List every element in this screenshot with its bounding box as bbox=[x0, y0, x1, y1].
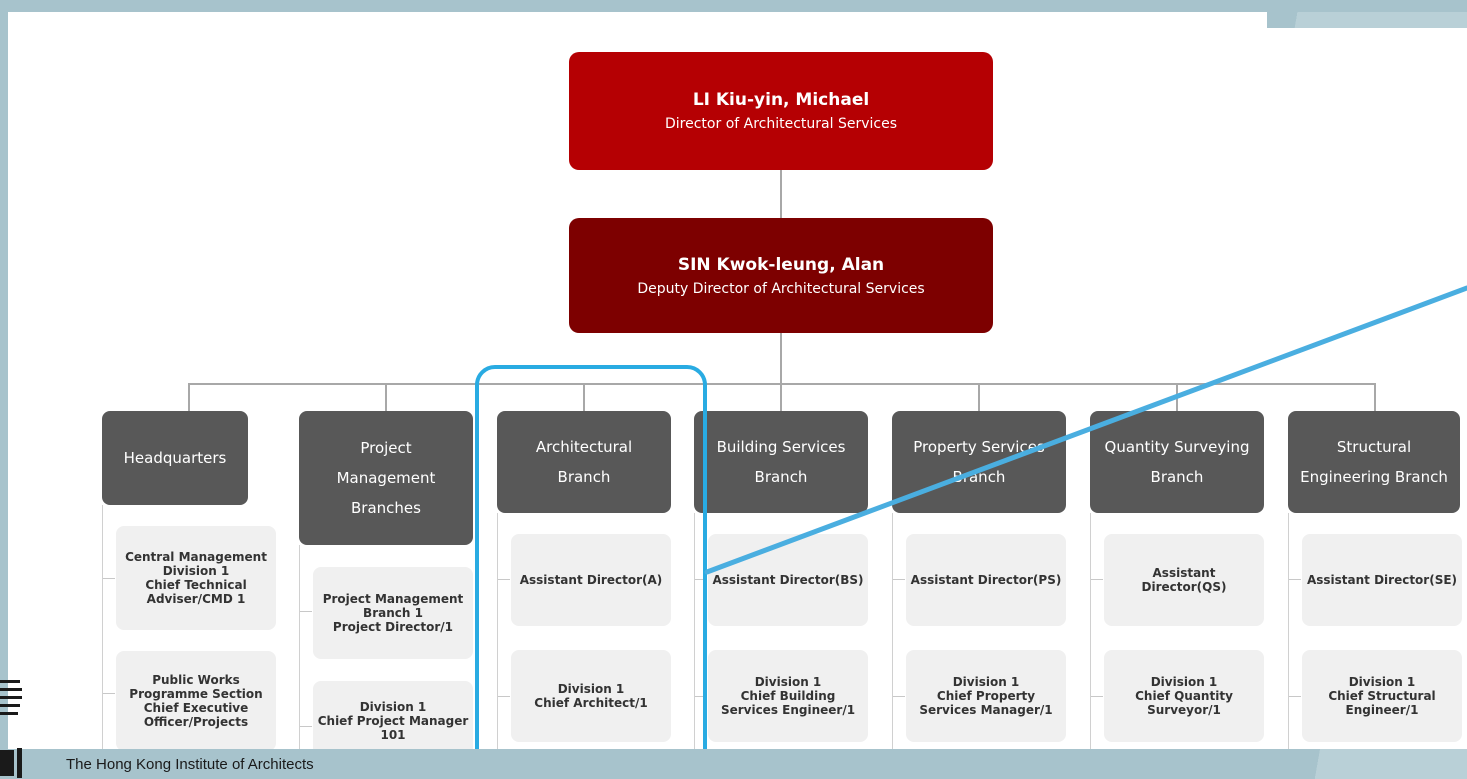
card-assistant-director-se: Assistant Director(SE) bbox=[1302, 534, 1462, 626]
footer-organisation: The Hong Kong Institute of Architects bbox=[66, 756, 314, 773]
card-chief-architect: Division 1 Chief Architect/1 bbox=[511, 650, 671, 742]
card-chief-project-manager: Division 1 Chief Project Manager 101 bbox=[313, 681, 473, 749]
connector-branch-6 bbox=[1176, 383, 1178, 411]
deputy-name: SIN Kwok-leung, Alan bbox=[677, 254, 885, 275]
branch-headquarters: Headquarters bbox=[102, 411, 248, 505]
corner-decoration bbox=[1267, 12, 1467, 28]
tick bbox=[498, 696, 510, 697]
connector-branch-1 bbox=[188, 383, 190, 411]
spine-4 bbox=[694, 513, 695, 749]
tick bbox=[1289, 696, 1301, 697]
card-assistant-director-ps: Assistant Director(PS) bbox=[906, 534, 1066, 626]
connector-branch-2 bbox=[385, 383, 387, 411]
footer-bar: The Hong Kong Institute of Architects bbox=[0, 749, 1467, 779]
director-name: LI Kiu-yin, Michael bbox=[692, 90, 870, 110]
spine-6 bbox=[1090, 513, 1091, 749]
tick bbox=[498, 579, 510, 580]
card-chief-building-services-engineer: Division 1 Chief Building Services Engin… bbox=[708, 650, 868, 742]
branch-project-management: Project Management Branches bbox=[299, 411, 473, 545]
tick bbox=[1091, 579, 1103, 580]
tick bbox=[695, 579, 707, 580]
director-box: LI Kiu-yin, Michael Director of Architec… bbox=[569, 52, 993, 170]
tick bbox=[300, 611, 312, 612]
tick bbox=[893, 696, 905, 697]
branch-architectural: Architectural Branch bbox=[497, 411, 671, 513]
card-public-works: Public Works Programme Section Chief Exe… bbox=[116, 651, 276, 749]
tick bbox=[103, 693, 115, 694]
deputy-box: SIN Kwok-leung, Alan Deputy Director of … bbox=[569, 218, 993, 333]
tick bbox=[695, 696, 707, 697]
deputy-role: Deputy Director of Architectural Service… bbox=[637, 280, 925, 297]
branch-quantity-surveying: Quantity Surveying Branch bbox=[1090, 411, 1264, 513]
connector-director-deputy bbox=[780, 170, 782, 218]
spine-2 bbox=[299, 545, 300, 749]
card-central-management: Central Management Division 1 Chief Tech… bbox=[116, 526, 276, 630]
connector-branch-7 bbox=[1374, 383, 1376, 411]
org-chart-slide: LI Kiu-yin, Michael Director of Architec… bbox=[8, 12, 1467, 749]
card-chief-structural-engineer: Division 1 Chief Structural Engineer/1 bbox=[1302, 650, 1462, 742]
tick bbox=[1091, 696, 1103, 697]
card-assistant-director-a: Assistant Director(A) bbox=[511, 534, 671, 626]
tick bbox=[300, 726, 312, 727]
card-assistant-director-qs: Assistant Director(QS) bbox=[1104, 534, 1264, 626]
institute-logo bbox=[0, 680, 22, 778]
card-chief-quantity-surveyor: Division 1 Chief Quantity Surveyor/1 bbox=[1104, 650, 1264, 742]
spine-1 bbox=[102, 505, 103, 749]
card-chief-property-services-manager: Division 1 Chief Property Services Manag… bbox=[906, 650, 1066, 742]
branch-structural-engineering: Structural Engineering Branch bbox=[1288, 411, 1460, 513]
tick bbox=[1289, 579, 1301, 580]
tick bbox=[103, 578, 115, 579]
branch-building-services: Building Services Branch bbox=[694, 411, 868, 513]
director-role: Director of Architectural Services bbox=[665, 116, 897, 132]
connector-branch-4 bbox=[780, 383, 782, 411]
tick bbox=[893, 579, 905, 580]
spine-7 bbox=[1288, 513, 1289, 749]
branch-property-services: Property Services Branch bbox=[892, 411, 1066, 513]
spine-5 bbox=[892, 513, 893, 749]
connector-branch-3 bbox=[583, 383, 585, 411]
card-project-management-branch: Project Management Branch 1 Project Dire… bbox=[313, 567, 473, 659]
architectural-branch-highlight bbox=[475, 365, 707, 773]
card-assistant-director-bs: Assistant Director(BS) bbox=[708, 534, 868, 626]
spine-3 bbox=[497, 513, 498, 749]
connector-branch-5 bbox=[978, 383, 980, 411]
connector-deputy-bus bbox=[780, 333, 782, 385]
